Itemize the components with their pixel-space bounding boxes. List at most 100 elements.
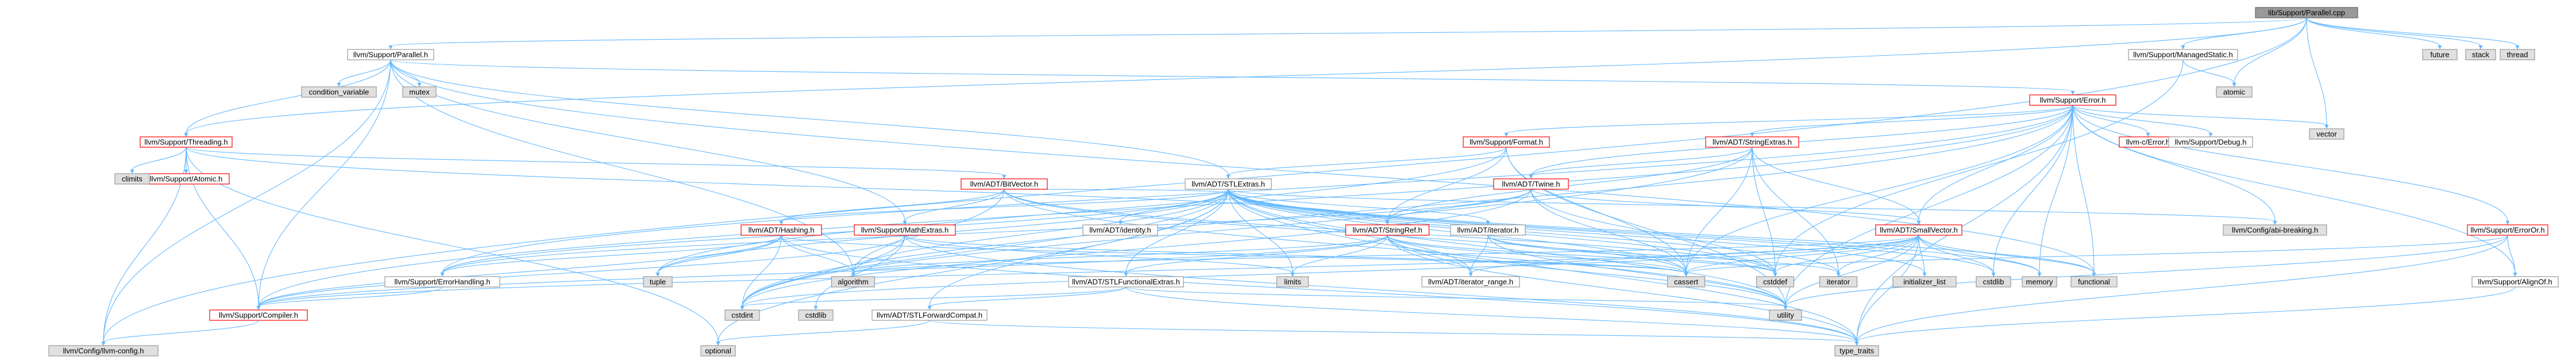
- node-box: [854, 224, 956, 236]
- edge-llvm-support-parallel-h-to-mutex: [390, 59, 422, 87]
- node-functional: functional: [2070, 276, 2118, 288]
- node-box: [1082, 224, 1158, 236]
- node-box: [1834, 345, 1879, 357]
- node-box: [209, 309, 308, 321]
- node-llvm-support-mathextras-h[interactable]: llvm/Support/MathExtras.h: [854, 224, 956, 236]
- edge-llvm-adt-bitvector-h-to-llvm-support-mathextras-h: [903, 189, 1005, 225]
- edge-llvm-adt-smallvector-h-to-algorithm: [851, 235, 1919, 277]
- node-llvm-adt-stringextras-h[interactable]: llvm/ADT/StringExtras.h: [1705, 136, 1799, 148]
- node-llvm-support-alignof-h[interactable]: llvm/Support/AlignOf.h: [2471, 276, 2559, 288]
- node-label: optional: [705, 347, 731, 355]
- edge-llvm-support-parallel-h-to-llvm-config-llvm-config-h: [101, 59, 391, 346]
- node-llvm-adt-iterator-h[interactable]: llvm/ADT/iterator.h: [1450, 224, 1526, 236]
- edge-llvm-adt-hashing-h-to-llvm-support-errorhandling-h: [440, 235, 782, 277]
- edge-llvm-adt-smallvector-h-to-memory: [1918, 235, 2042, 277]
- node-label: cstdlib: [1983, 278, 2004, 286]
- node-box: [1345, 224, 1430, 236]
- node-box: [2022, 276, 2057, 288]
- edges-layer: [101, 17, 2520, 346]
- node-llvm-adt-stlextras-h[interactable]: llvm/ADT/STLExtras.h: [1185, 178, 1272, 190]
- node-llvm-support-erroror-h[interactable]: llvm/Support/ErrorOr.h: [2467, 224, 2548, 236]
- node-llvm-adt-bitvector-h[interactable]: llvm/ADT/BitVector.h: [961, 178, 1048, 190]
- node-box: [2029, 94, 2116, 106]
- edge-llvm-support-errorhandling-h-to-llvm-support-compiler-h: [256, 286, 443, 310]
- edge-llvm-support-error-h-to-llvm-config-abi-breaking-h: [2072, 105, 2277, 225]
- edge-llvm-adt-smallvector-h-to-cstdlib: [1918, 235, 1996, 277]
- node-llvm-adt-twine-h[interactable]: llvm/ADT/Twine.h: [1493, 178, 1569, 190]
- edge-llvm-support-error-h-to-memory: [2037, 105, 2073, 277]
- node-label: llvm/Support/ManagedStatic.h: [2133, 51, 2232, 59]
- node-box: [384, 276, 500, 288]
- node-llvm-support-managedstatic-h[interactable]: llvm/Support/ManagedStatic.h: [2128, 49, 2238, 60]
- node-label: mutex: [409, 88, 430, 97]
- node-box: [1421, 276, 1520, 288]
- node-box: [961, 178, 1048, 190]
- node-label: thread: [2507, 51, 2528, 59]
- node-llvm-adt-stlfunctionalextras-h[interactable]: llvm/ADT/STLFunctionalExtras.h: [1068, 276, 1184, 288]
- edge-llvm-adt-stlextras-h-to-llvm-adt-hashing-h: [779, 189, 1229, 225]
- edge-llvm-support-managedstatic-h-to-atomic: [2182, 59, 2236, 87]
- node-limits: limits: [1276, 276, 1309, 288]
- node-box: [1705, 136, 1799, 148]
- edge-lib-support-parallel-cpp-to-thread: [2306, 17, 2520, 49]
- edge-llvm-support-threading-h-to-climits: [130, 147, 187, 174]
- node-llvm-adt-identity-h[interactable]: llvm/ADT/identity.h: [1082, 224, 1158, 236]
- node-label: llvm/ADT/BitVector.h: [970, 180, 1038, 189]
- edge-llvm-support-alignof-h-to-type-traits: [1854, 286, 2516, 346]
- edge-llvm-adt-smallvector-h-to-llvm-adt-iterator-range-h: [1468, 235, 1919, 277]
- node-climits: climits: [114, 173, 150, 185]
- node-box: [1769, 309, 1802, 321]
- node-label: llvm/Support/MathExtras.h: [861, 226, 948, 235]
- node-box: [2216, 86, 2253, 98]
- edge-llvm-adt-smallvector-h-to-initializer-list: [1918, 235, 1927, 277]
- node-label: llvm/ADT/StringExtras.h: [1713, 138, 1792, 147]
- node-label: llvm/Support/Format.h: [1470, 138, 1543, 147]
- node-label: cstdlib: [805, 311, 827, 320]
- node-llvm-support-errorhandling-h[interactable]: llvm/Support/ErrorHandling.h: [384, 276, 500, 288]
- edge-llvm-support-error-h-to-llvm-support-errorhandling-h: [440, 105, 2073, 277]
- edge-llvm-support-error-h-to-llvm-adt-stringextras-h: [1750, 105, 2073, 137]
- node-box: [2223, 224, 2327, 236]
- node-llvm-support-atomic-h[interactable]: llvm/Support/Atomic.h: [142, 173, 230, 185]
- node-lib-support-parallel-cpp[interactable]: lib/Support/Parallel.cpp: [2255, 7, 2358, 18]
- edge-lib-support-parallel-cpp-to-vector: [2306, 17, 2329, 129]
- node-label: llvm/ADT/identity.h: [1089, 226, 1151, 235]
- node-llvm-support-format-h[interactable]: llvm/Support/Format.h: [1463, 136, 1550, 148]
- node-box: [2467, 224, 2548, 236]
- node-cstdlib: cstdlib: [798, 309, 834, 321]
- edge-llvm-support-error-h-to-cstdint: [740, 105, 2073, 310]
- node-llvm-support-error-h[interactable]: llvm/Support/Error.h: [2029, 94, 2116, 106]
- node-box: [724, 309, 760, 321]
- edge-llvm-support-mathextras-h-to-cstdlib: [813, 235, 905, 310]
- node-vector: vector: [2309, 128, 2344, 140]
- node-box: [2128, 49, 2238, 60]
- node-label: utility: [1777, 311, 1794, 320]
- node-llvm-support-debug-h[interactable]: llvm/Support/Debug.h: [2168, 136, 2253, 148]
- node-box: [1756, 276, 1795, 288]
- node-llvm-adt-smallvector-h[interactable]: llvm/ADT/SmallVector.h: [1875, 224, 1962, 236]
- node-box: [2070, 276, 2118, 288]
- edge-llvm-adt-stlfunctionalextras-h-to-type-traits: [1125, 286, 1859, 346]
- node-label: llvm/Config/llvm-config.h: [63, 347, 144, 355]
- edge-llvm-adt-smallvector-h-to-functional: [1918, 235, 2096, 277]
- node-atomic: atomic: [2216, 86, 2253, 98]
- node-llvm-support-threading-h[interactable]: llvm/Support/Threading.h: [140, 136, 233, 148]
- node-box: [1493, 178, 1569, 190]
- node-llvm-support-compiler-h[interactable]: llvm/Support/Compiler.h: [209, 309, 308, 321]
- node-box: [831, 276, 876, 288]
- node-box: [1276, 276, 1309, 288]
- node-box: [2465, 49, 2496, 60]
- node-box: [1667, 276, 1706, 288]
- edge-llvm-adt-hashing-h-to-cassert: [781, 235, 1688, 277]
- node-label: type_traits: [1840, 347, 1874, 355]
- node-llvm-adt-hashing-h[interactable]: llvm/ADT/Hashing.h: [741, 224, 822, 236]
- node-box: [2309, 128, 2344, 140]
- node-llvm-adt-iterator-range-h[interactable]: llvm/ADT/iterator_range.h: [1421, 276, 1520, 288]
- node-llvm-adt-stringref-h[interactable]: llvm/ADT/StringRef.h: [1345, 224, 1430, 236]
- node-box: [1463, 136, 1550, 148]
- node-box: [2168, 136, 2253, 148]
- node-llvm-adt-stlforwardcompat-h[interactable]: llvm/ADT/STLForwardCompat.h: [871, 309, 988, 321]
- node-llvm-c-error-h[interactable]: llvm-c/Error.h: [2119, 136, 2177, 148]
- node-llvm-support-parallel-h[interactable]: llvm/Support/Parallel.h: [347, 49, 434, 60]
- node-label: lib/Support/Parallel.cpp: [2268, 9, 2345, 17]
